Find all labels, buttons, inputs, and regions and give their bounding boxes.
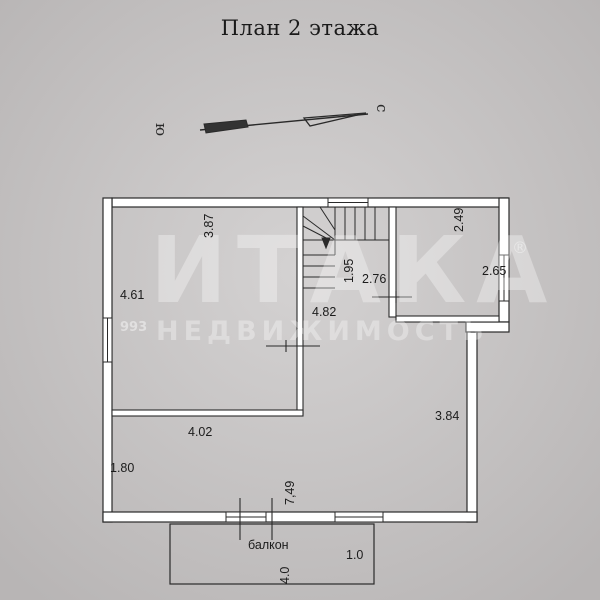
balcony-label: балкон bbox=[248, 538, 289, 552]
windows bbox=[102, 197, 510, 523]
dim-lower-width: 4.02 bbox=[188, 425, 213, 439]
watermark-registered-mark: ® bbox=[512, 238, 528, 257]
plan-title: План 2 этажа bbox=[220, 16, 380, 40]
staircase bbox=[302, 206, 389, 289]
dim-room-right-height: 2.49 bbox=[452, 207, 466, 232]
dim-stair-width: 1.95 bbox=[342, 258, 356, 283]
dim-room-right-width: 2.65 bbox=[482, 264, 507, 278]
dim-lower-left: 1.80 bbox=[110, 461, 135, 475]
compass-north-label: с bbox=[373, 104, 391, 113]
watermark-subtitle: НЕДВИЖИМОСТЬ bbox=[156, 316, 489, 347]
dim-hall-small: 4.82 bbox=[312, 305, 337, 319]
door-marks bbox=[239, 291, 412, 540]
dim-overall: 7,49 bbox=[283, 480, 297, 505]
dim-hall-right: 3.84 bbox=[435, 409, 460, 423]
balcony-outline bbox=[169, 523, 375, 585]
dim-room-left-height: 3.87 bbox=[202, 213, 216, 238]
watermark-phone-fragment: 993 bbox=[120, 320, 148, 335]
dim-balcony-length: 4.0 bbox=[278, 566, 292, 584]
dim-room-left-width: 4.61 bbox=[120, 288, 145, 302]
interior-walls bbox=[111, 206, 500, 417]
watermark-brand: ИТАКА bbox=[150, 217, 558, 324]
dim-stair-depth: 2.76 bbox=[362, 272, 387, 286]
compass-arrow bbox=[199, 112, 369, 134]
dim-balcony-width: 1.0 bbox=[346, 548, 364, 562]
compass-south-label: ю bbox=[152, 123, 170, 137]
